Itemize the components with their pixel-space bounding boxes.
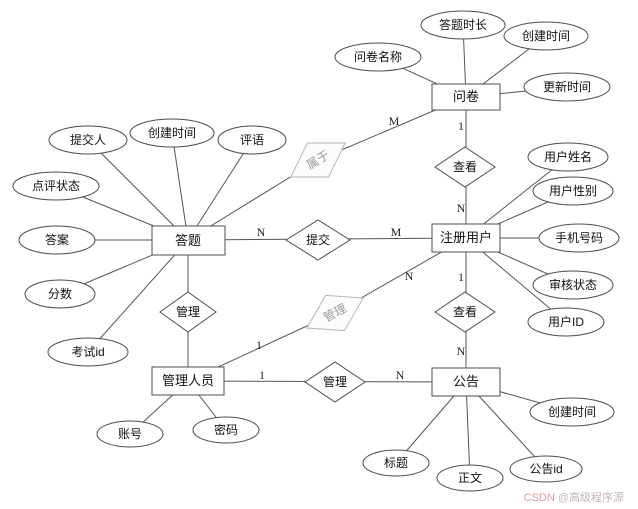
relation-view-announcement-label: 查看	[453, 305, 477, 319]
attribute-user-id-label: 用户ID	[548, 314, 584, 329]
attribute-answer-exam-id	[47, 337, 129, 367]
relation-view-announcement-diamond	[434, 291, 496, 333]
attribute-questionnaire-name	[334, 42, 422, 72]
attribute-answer-submitter-label: 提交人	[70, 132, 106, 147]
attribute-answer-comment-label: 评语	[240, 133, 264, 147]
entity-user	[431, 223, 501, 253]
attribute-announcement-body	[436, 464, 504, 492]
entity-questionnaire-label: 问卷	[453, 89, 479, 104]
relation-submit-diamond	[285, 219, 351, 261]
edge-answer-comment	[187, 139, 253, 241]
relation-manage-user-group: 管理	[305, 294, 365, 332]
cardinality-view-questionnaire-n: N	[457, 201, 466, 215]
entity-answer-label: 答题	[175, 233, 201, 248]
relation-manage-user-diamond	[305, 294, 365, 332]
attribute-announcement-id-label: 公告id	[529, 462, 562, 476]
attribute-announcement-body-label: 正文	[458, 470, 482, 485]
cardinality-submit-m: M	[391, 225, 402, 239]
edge-answer-exam-id	[87, 239, 189, 353]
edge-announcement-body	[465, 381, 471, 479]
attribute-user-id	[527, 307, 605, 337]
relation-manage-announcement-diamond	[304, 361, 366, 403]
entity-answer	[151, 225, 226, 256]
attribute-answer-submitter	[48, 125, 128, 155]
edge-answer-submitter	[87, 139, 189, 241]
attribute-answer-review-status-label: 点评状态	[32, 179, 80, 193]
cardinality-manage-user-n: N	[405, 269, 414, 283]
attribute-user-name	[527, 142, 609, 172]
entity-announcement-label: 公告	[453, 374, 479, 389]
relation-belongs-group: 属于	[290, 142, 346, 178]
attribute-admin-password-label: 密码	[214, 422, 238, 437]
attribute-announcement-id	[509, 455, 583, 483]
attribute-answer-create-time-label: 创建时间	[148, 126, 196, 140]
entity-user-label: 注册用户	[440, 230, 492, 245]
attribute-announcement-title-label: 标题	[384, 456, 408, 470]
attribute-admin-account-label: 账号	[118, 427, 142, 441]
cardinality-view-announcement-1: 1	[458, 270, 464, 284]
attribute-announcement-title	[362, 449, 430, 477]
attribute-answer-create-time	[129, 118, 215, 148]
watermark: CSDN @高级程序源	[524, 490, 624, 504]
entity-questionnaire	[431, 83, 501, 111]
entity-announcement	[431, 367, 501, 397]
attribute-user-audit-status	[532, 270, 614, 300]
attribute-questionnaire-update-time-label: 更新时间	[543, 79, 591, 94]
attribute-user-name-label: 用户姓名	[544, 149, 592, 164]
attribute-questionnaire-update-time	[523, 72, 611, 102]
attribute-user-audit-status-label: 审核状态	[549, 277, 597, 292]
attribute-user-gender-label: 用户性别	[549, 183, 597, 198]
cardinality-manage-announcement-1: 1	[259, 368, 265, 382]
attribute-announcement-create-time	[529, 397, 615, 427]
relation-view-questionnaire-label: 查看	[453, 160, 477, 174]
relation-belongs-diamond	[290, 142, 346, 178]
attribute-questionnaire-create-time-label: 创建时间	[522, 29, 570, 43]
attribute-answer-score-label: 分数	[48, 286, 72, 301]
cardinality-view-announcement-n: N	[457, 344, 466, 358]
attribute-answer-answer-label: 答案	[45, 232, 69, 247]
attribute-answer-score	[24, 279, 96, 309]
relation-view-questionnaire-diamond	[434, 146, 496, 188]
attribute-answer-review-status	[12, 171, 100, 201]
edge-answer-create-time	[171, 132, 189, 241]
attribute-questionnaire-duration	[420, 10, 506, 40]
attribute-answer-answer	[18, 225, 96, 255]
entity-admin-label: 管理人员	[162, 373, 214, 388]
relation-manage-answer-label: 管理	[176, 304, 200, 319]
attribute-user-gender	[532, 176, 614, 206]
cardinality-manage-user-1: 1	[256, 338, 262, 352]
cardinality-belongs-m: M	[389, 114, 400, 128]
attribute-answer-comment	[217, 125, 287, 155]
attribute-admin-password	[192, 416, 260, 444]
attribute-answer-exam-id-label: 考试id	[71, 344, 104, 359]
attribute-announcement-create-time-label: 创建时间	[548, 405, 596, 419]
cardinality-manage-announcement-n: N	[396, 368, 405, 382]
watermark-handle: @高级程序源	[555, 490, 624, 504]
attribute-admin-account	[96, 420, 164, 448]
cardinality-view-questionnaire-1: 1	[458, 119, 464, 133]
entity-admin	[151, 366, 225, 396]
relation-manage-announcement-label: 管理	[323, 374, 347, 389]
attribute-user-phone	[538, 223, 620, 253]
attribute-user-phone-label: 手机号码	[555, 231, 603, 245]
relation-submit-label: 提交	[306, 232, 330, 247]
attribute-questionnaire-name-label: 问卷名称	[354, 49, 402, 64]
attribute-questionnaire-duration-label: 答题时长	[439, 17, 487, 32]
cardinality-submit-n: N	[257, 225, 266, 239]
csdn-brand: CSDN	[524, 492, 555, 504]
relation-manage-answer-diamond	[159, 291, 217, 333]
attribute-questionnaire-create-time	[503, 21, 589, 51]
